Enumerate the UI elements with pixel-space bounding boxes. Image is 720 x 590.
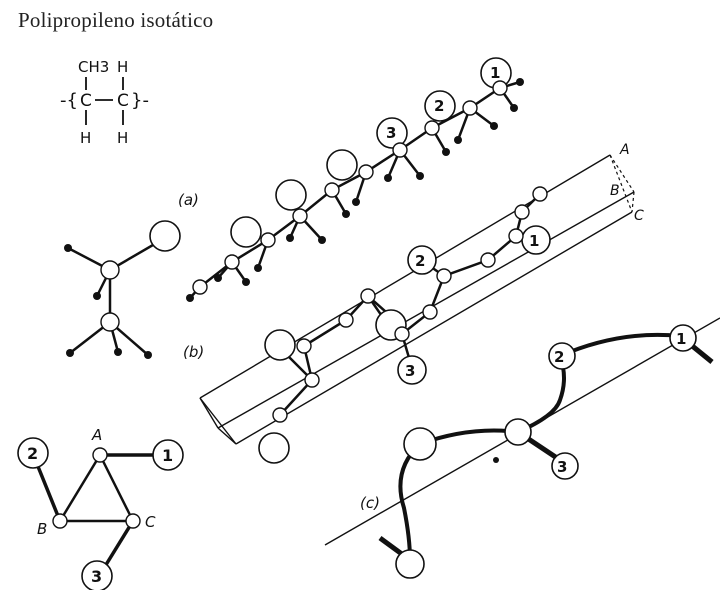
hydrogen-atom [93,292,101,300]
methyl-atom [424,90,456,122]
hydrogen-atom [114,348,122,356]
methyl-atom [551,452,579,480]
carbon-right-label: C [117,91,129,111]
methyl-atom [397,355,427,385]
triangle-number-3: 3 [91,567,102,586]
helix-c-number-2: 2 [554,348,564,366]
prism-label-c: C [634,208,644,224]
methyl-atom [149,220,181,252]
carbon-atom [100,260,120,280]
methyl-atom [275,179,307,211]
hydrogen-top-right-label: H [117,58,128,76]
methyl-atom [376,117,408,149]
chain-a-model: 3 2 1 [186,57,524,302]
group-1-circle [152,439,184,471]
prism-label-a: A [619,142,630,158]
group-3-circle [81,560,113,590]
methyl-atom [669,324,697,352]
methyl-atom [326,149,358,181]
helix-c-segment [559,332,681,358]
carbon-left-label: C [80,91,92,111]
hydrogen-atom [144,351,152,359]
label-c: (c) [360,494,380,512]
hydrogen-atom [66,349,74,357]
triangle-label-a: A [91,426,102,444]
helix-b-number-3: 3 [405,362,415,380]
chain-a-number-2: 2 [434,97,444,115]
chain-a-number-3: 3 [386,124,396,142]
methyl-atom [264,329,296,361]
structural-formula: CH3 H -{ C C }- H H [60,58,149,147]
helix-c-segment [398,442,422,561]
helix-c-number-1: 1 [676,330,686,348]
bracket-right: }- [131,90,149,111]
triangle-number-1: 1 [162,446,173,465]
group-2-circle [17,437,49,469]
monomer-unit-model [64,220,181,359]
chain-a-backbone [199,86,501,288]
prism-edge-bottom [235,211,633,445]
figure-title: Polipropileno isotático [18,8,214,32]
label-b: (b) [183,343,204,361]
label-a: (a) [178,191,199,209]
helix-c-number-3: 3 [557,458,567,476]
methyl-group-label: CH3 [78,58,109,76]
methyl-atom [548,342,576,370]
hydrogen-bottom-right-label: H [117,129,128,147]
carbon-atom [100,312,120,332]
chain-a-number-1: 1 [490,64,500,82]
methyl-atom [504,418,532,446]
triangle-number-2: 2 [27,444,38,463]
helix-axis-model: 3 2 1 [324,317,720,579]
methyl-atom [407,245,437,275]
bracket-left: -{ [60,90,78,111]
prism-label-b: B [610,183,620,199]
methyl-atom [395,549,425,579]
triangle-label-c: C [145,513,156,531]
triangle-label-b: B [37,520,47,538]
hydrogen-atom [64,244,72,252]
triangle-diagram: 1 2 3 A B C [17,426,184,590]
methyl-atom [230,216,262,248]
hydrogen-bottom-left-label: H [80,129,91,147]
methyl-atom [258,432,290,464]
helix-b-number-1: 1 [529,232,539,250]
prism-model: A B C 3 [199,142,644,464]
helix-b-number-2: 2 [415,252,425,270]
methyl-atom [403,427,437,461]
